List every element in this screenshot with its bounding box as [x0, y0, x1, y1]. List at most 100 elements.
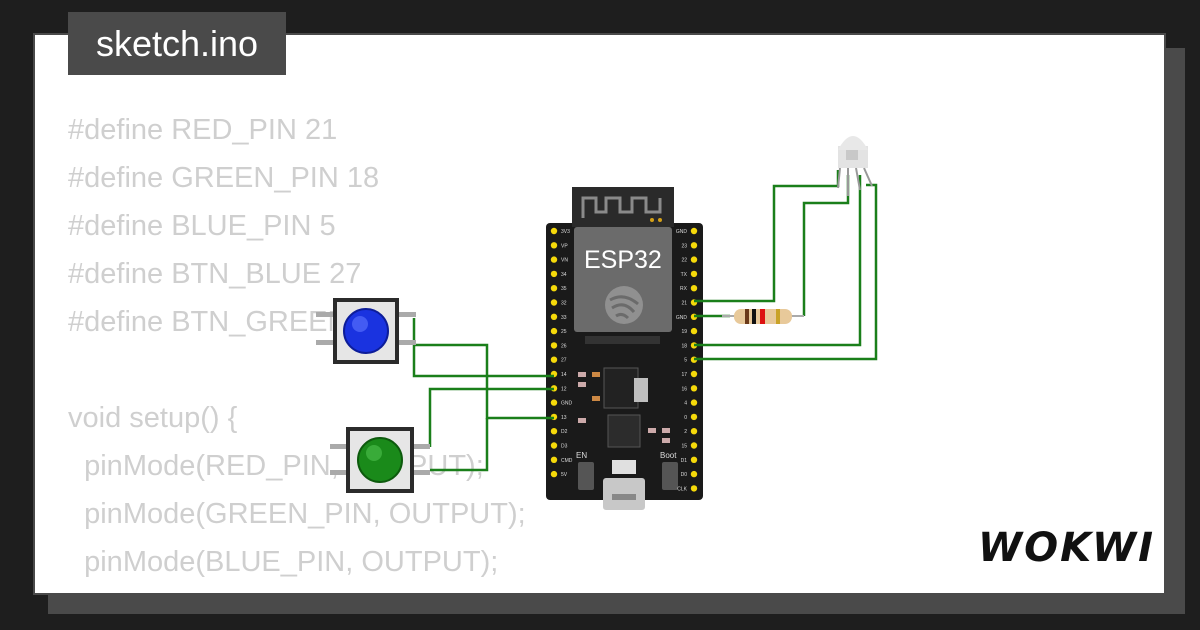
- board-pin-label: 21: [681, 301, 687, 307]
- board-pin-left[interactable]: [550, 356, 558, 363]
- board-pin-left[interactable]: [550, 299, 558, 306]
- board-label: ESP32: [584, 246, 662, 274]
- board-pin-label: 4: [684, 401, 687, 407]
- board-pin-label: 27: [561, 358, 567, 364]
- board-pin-left[interactable]: [550, 270, 558, 278]
- usb-chip: [607, 414, 641, 448]
- board-pin-left[interactable]: [550, 399, 558, 406]
- board-pin-label: 17: [681, 372, 687, 378]
- code-line: #define GREEN_PIN 18: [68, 162, 380, 194]
- board-pin-label: GND: [676, 229, 688, 235]
- code-line: void setup() {: [68, 402, 238, 434]
- board-pin-label: 5: [684, 358, 687, 364]
- board-pin-left[interactable]: [550, 456, 558, 463]
- board-pin-label: 16: [681, 386, 687, 392]
- board-pin-label: 3V3: [561, 229, 570, 235]
- wire-red: [694, 170, 840, 303]
- board-pin-right[interactable]: [690, 327, 698, 335]
- wire-green-led: [694, 175, 862, 347]
- blue-pushbutton[interactable]: [316, 298, 416, 364]
- board-pin-label: 5V: [561, 472, 568, 478]
- board-pin-label: D1: [681, 458, 688, 464]
- board-pin-label: 18: [681, 343, 687, 349]
- board-pin-label: 26: [561, 343, 567, 349]
- board-pin-right[interactable]: [690, 385, 698, 392]
- board-pin-label: GND: [676, 315, 688, 321]
- green-pushbutton[interactable]: [330, 427, 430, 493]
- board-pin-label: 33: [561, 315, 567, 321]
- board-pin-label: 14: [561, 372, 567, 378]
- board-pin-label: 35: [561, 286, 567, 292]
- code-preview: #define RED_PIN 21 #define GREEN_PIN 18 #d…: [68, 106, 526, 586]
- wire-btn-green-signal: [428, 387, 554, 447]
- board-pin-right[interactable]: [690, 285, 698, 292]
- wifi-antenna-area: [572, 187, 674, 227]
- board-pin-left[interactable]: [550, 428, 558, 435]
- code-line: pinMode(BLUE_PIN, OUTPUT);: [68, 546, 499, 578]
- esp32-board[interactable]: ESP32 EN Boot 3V3VPVN343532332526271412G…: [546, 187, 703, 510]
- board-pin-right[interactable]: [690, 470, 698, 478]
- board-pin-right[interactable]: [690, 442, 698, 449]
- wire-btn-blue-signal: [412, 318, 554, 378]
- board-pin-label: 34: [561, 272, 567, 278]
- wire-common: [802, 175, 850, 316]
- board-pin-left[interactable]: [550, 256, 558, 263]
- wokwi-logo: WOKWI: [978, 525, 1156, 571]
- board-pin-right[interactable]: [690, 370, 698, 378]
- board-pin-right[interactable]: [690, 256, 698, 263]
- voltage-regulator: [603, 367, 639, 409]
- board-pin-label: 19: [681, 329, 687, 335]
- board-pin-right[interactable]: [690, 399, 698, 406]
- board-pin-right[interactable]: [690, 456, 698, 463]
- code-line: pinMode(GREEN_PIN, OUTPUT);: [68, 498, 526, 530]
- rgb-led[interactable]: [837, 136, 873, 196]
- wire-btn-blue-gnd: [414, 343, 554, 420]
- board-pin-right[interactable]: [690, 227, 698, 235]
- board-pin-label: CLK: [677, 486, 687, 492]
- board-pin-label: 15: [681, 444, 687, 450]
- board-pin-label: 23: [681, 243, 687, 249]
- board-pin-label: TX: [681, 272, 688, 278]
- file-tab[interactable]: sketch.ino: [68, 12, 286, 75]
- board-pin-left[interactable]: [550, 242, 558, 249]
- board-pin-left[interactable]: [550, 285, 558, 292]
- board-pin-label: CMD: [561, 458, 573, 464]
- board-pin-label: D0: [681, 472, 688, 478]
- board-pin-left[interactable]: [550, 442, 558, 449]
- code-line: #define BTN_BLUE 27: [68, 258, 362, 290]
- en-label: EN: [576, 451, 587, 460]
- board-pin-left[interactable]: [550, 470, 558, 478]
- board-pin-label: VP: [561, 243, 568, 249]
- board-pin-label: D3: [561, 444, 568, 450]
- board-pin-left[interactable]: [550, 313, 558, 320]
- board-pin-label: 12: [561, 386, 567, 392]
- board-pin-right[interactable]: [690, 242, 698, 249]
- board-pin-left[interactable]: [550, 327, 558, 335]
- blue-button-cap[interactable]: [343, 308, 389, 354]
- board-pin-label: 2: [684, 429, 687, 435]
- board-pin-right[interactable]: [690, 485, 698, 492]
- board-pin-label: GND: [561, 401, 573, 407]
- board-pin-right[interactable]: [690, 428, 698, 435]
- board-pin-label: 25: [561, 329, 567, 335]
- board-pin-label: 0: [684, 415, 687, 421]
- code-line: #define RED_PIN 21: [68, 114, 338, 146]
- board-pin-label: 13: [561, 415, 567, 421]
- wire-blue-led: [694, 183, 878, 361]
- board-pin-left[interactable]: [550, 227, 558, 235]
- board-pin-right[interactable]: [690, 413, 698, 421]
- board-pin-label: D2: [561, 429, 568, 435]
- module-shield: [574, 227, 672, 332]
- antenna-trace: [581, 196, 662, 218]
- board-pin-label: VN: [561, 258, 568, 264]
- green-button-cap[interactable]: [357, 437, 403, 483]
- board-pin-label: 32: [561, 301, 567, 307]
- board-pin-label: RX: [680, 286, 688, 292]
- boot-button[interactable]: [662, 462, 678, 490]
- resistor[interactable]: [722, 309, 804, 324]
- board-pin-right[interactable]: [690, 270, 698, 278]
- en-button[interactable]: [578, 462, 594, 490]
- board-pin-label: 22: [681, 258, 687, 264]
- board-pin-left[interactable]: [550, 342, 558, 349]
